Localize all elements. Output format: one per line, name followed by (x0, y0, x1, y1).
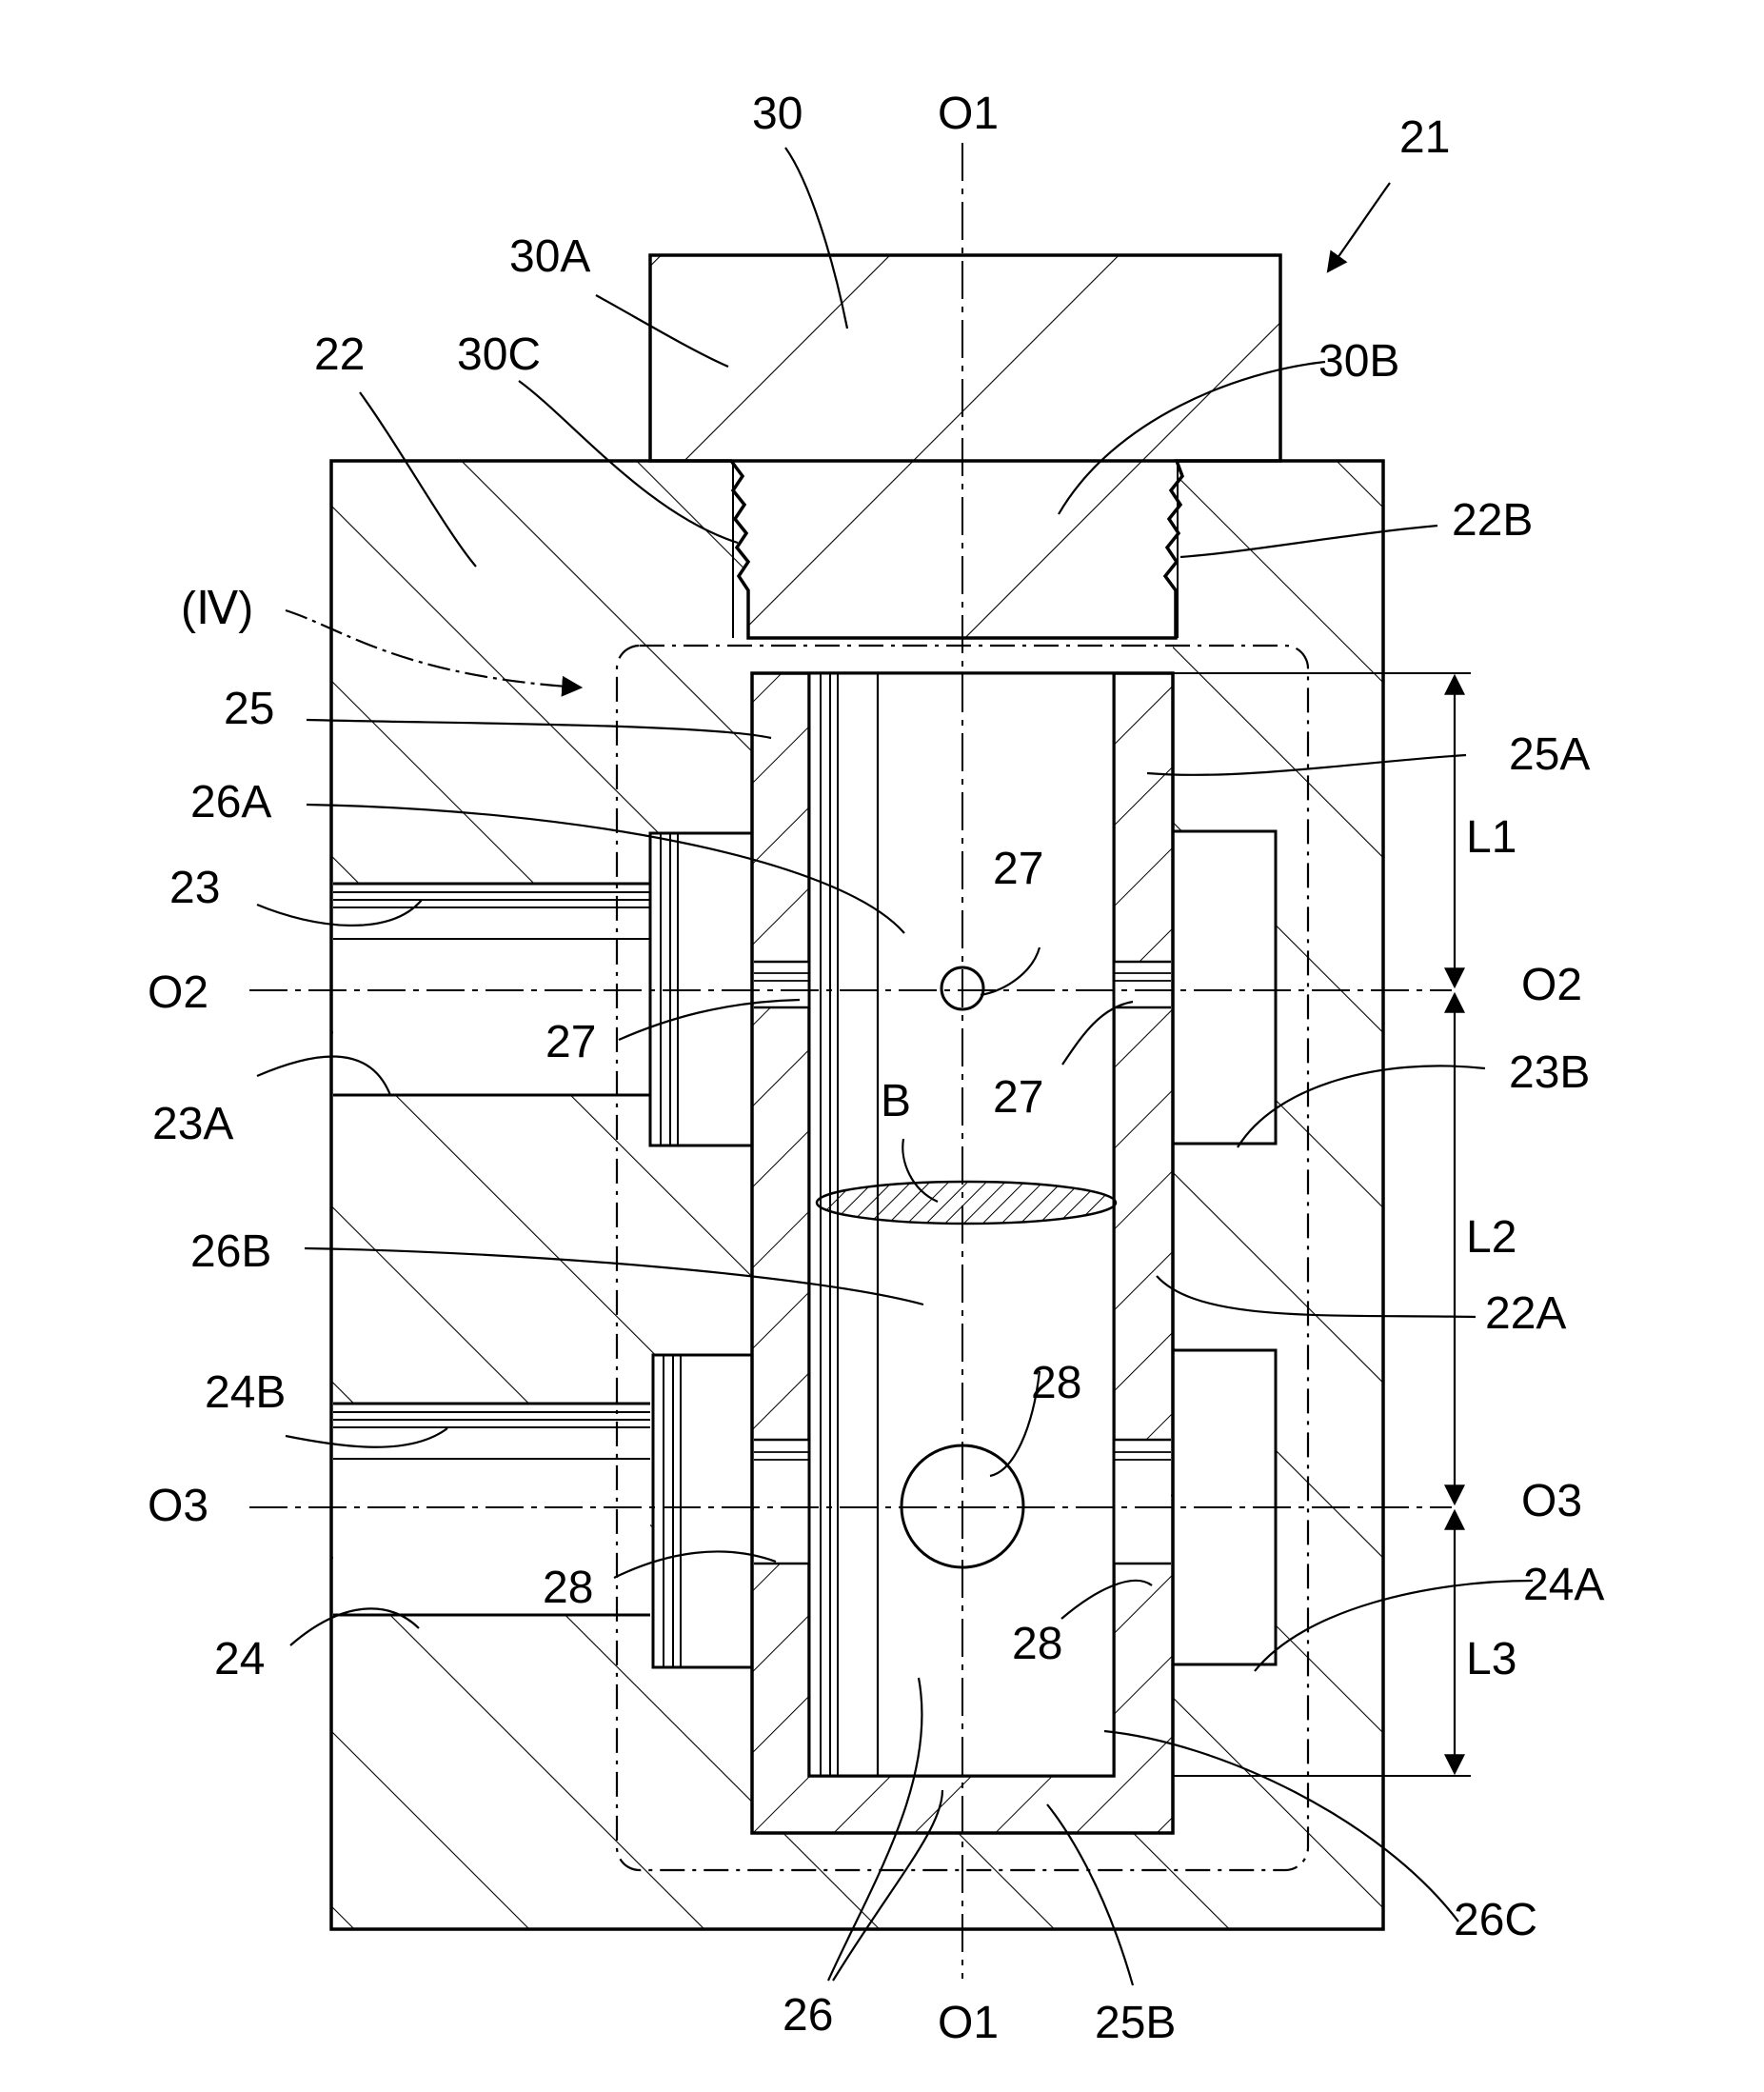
label-hatched-b: B (881, 1076, 911, 1126)
label-hole-28-left: 28 (543, 1563, 593, 1613)
label-spool-upper-26a: 26A (190, 777, 271, 827)
label-port-upper-a-23a: 23A (152, 1099, 233, 1149)
label-reference-21: 21 (1399, 112, 1450, 163)
label-axis-o2-left: O2 (148, 967, 208, 1018)
right-cavity-upper (1173, 831, 1276, 1144)
label-spool-26: 26 (783, 1990, 833, 2041)
label-dim-l1: L1 (1466, 812, 1516, 863)
label-plug-body-30b: 30B (1318, 336, 1399, 387)
label-hole-27-center: 27 (993, 1072, 1043, 1123)
label-axis-o3-left: O3 (148, 1481, 208, 1531)
label-axis-o3-right: O3 (1521, 1476, 1582, 1526)
label-sleeve-top-25a: 25A (1509, 729, 1590, 780)
label-housing-22: 22 (314, 329, 365, 380)
label-axis-o2-right: O2 (1521, 960, 1582, 1010)
left-cavity-lower (653, 1355, 752, 1667)
label-dim-l2: L2 (1466, 1212, 1516, 1263)
label-port-24: 24 (214, 1634, 265, 1684)
label-spool-lower-26c: 26C (1454, 1895, 1537, 1945)
label-port-upper-b-23b: 23B (1509, 1047, 1590, 1098)
label-port-lower-a-24a: 24A (1523, 1560, 1604, 1610)
label-plug-thread-30c: 30C (457, 329, 541, 380)
label-plug-30: 30 (752, 89, 803, 139)
label-port-23: 23 (169, 863, 220, 913)
label-axis-o1-top: O1 (938, 89, 999, 139)
label-hole-27-left: 27 (545, 1017, 596, 1067)
port-24-passage (333, 1404, 650, 1615)
label-hole-27-top: 27 (993, 844, 1043, 894)
label-hole-28-right: 28 (1012, 1619, 1062, 1669)
label-port-lower-b-24b: 24B (205, 1367, 286, 1418)
label-spool-middle-26b: 26B (190, 1226, 271, 1277)
label-housing-thread-22b: 22B (1452, 495, 1533, 546)
label-section-iv: (Ⅳ) (181, 584, 253, 634)
label-hole-28-top: 28 (1031, 1358, 1081, 1408)
label-axis-o1-bottom: O1 (938, 1998, 999, 2048)
label-sleeve-bottom-25b: 25B (1095, 1998, 1176, 2048)
label-dim-l3: L3 (1466, 1634, 1516, 1684)
label-sleeve-25: 25 (224, 684, 274, 734)
label-housing-bore-22a: 22A (1485, 1288, 1566, 1339)
label-plug-head-30a: 30A (509, 231, 590, 282)
hatched-region-b (817, 1182, 1116, 1224)
